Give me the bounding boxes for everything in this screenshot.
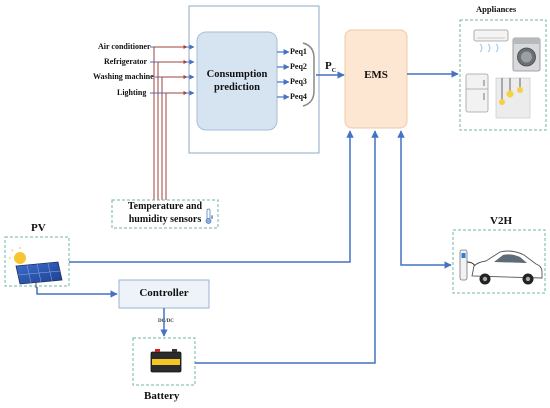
ems-v2h-arrow [397, 130, 452, 269]
battery-label: Battery [144, 390, 180, 402]
sensors-line2: humidity sensors [128, 213, 202, 225]
pv-to-controller-arrow [36, 287, 118, 298]
peq1-label: Peq1 [290, 47, 307, 56]
refrigerator-icon [465, 73, 489, 113]
pv-label: PV [31, 222, 46, 234]
solar-panel-icon [9, 247, 63, 288]
input-label-washing-machine: Washing machine [93, 72, 154, 81]
dcdc-label: DC/DC [158, 319, 174, 324]
thermometer-icon [205, 208, 213, 224]
pv-box [4, 236, 70, 287]
sensors-line1: Temperature and [127, 201, 203, 212]
ems-label: EMS [364, 69, 388, 81]
input-label-refrigerator: Refrigerator [104, 57, 148, 66]
pc-base: P [325, 60, 332, 72]
battery-box [132, 337, 196, 386]
ems-box [344, 29, 408, 129]
sensors-box [111, 199, 219, 229]
v2h-box [452, 229, 546, 294]
battery-to-ems-arrow [195, 130, 379, 364]
input-label-air-conditioner: Air conditioner [98, 42, 151, 51]
lighting-icon [495, 77, 531, 119]
prediction-frame [188, 5, 320, 154]
peq4-label: Peq4 [290, 92, 307, 101]
peq-bracket [302, 42, 315, 107]
consumption-prediction-box [196, 31, 278, 131]
consumption-prediction-line2: prediction [214, 82, 260, 93]
air-conditioner-icon [473, 29, 509, 53]
pc-label: PC [325, 60, 336, 74]
consumption-prediction-title: Consumption prediction [197, 68, 277, 94]
v2h-label: V2H [490, 215, 512, 227]
consumption-prediction-line1: Consumption [206, 69, 268, 80]
appliances-box [459, 19, 547, 131]
pv-to-ems-arrow [69, 130, 354, 263]
washing-machine-icon [512, 37, 541, 72]
peq3-label: Peq3 [290, 77, 307, 86]
controller-label: Controller [139, 287, 189, 299]
battery-icon [150, 349, 182, 373]
appliances-title: Appliances [476, 4, 517, 14]
sensor-lines [153, 45, 188, 200]
controller-box [118, 279, 210, 309]
ev-car-icon [459, 249, 543, 285]
peq2-label: Peq2 [290, 62, 307, 71]
input-label-lighting: Lighting [117, 88, 147, 97]
sensors-title: Temperature and humidity sensors [112, 201, 218, 226]
pc-sub: C [331, 68, 337, 75]
